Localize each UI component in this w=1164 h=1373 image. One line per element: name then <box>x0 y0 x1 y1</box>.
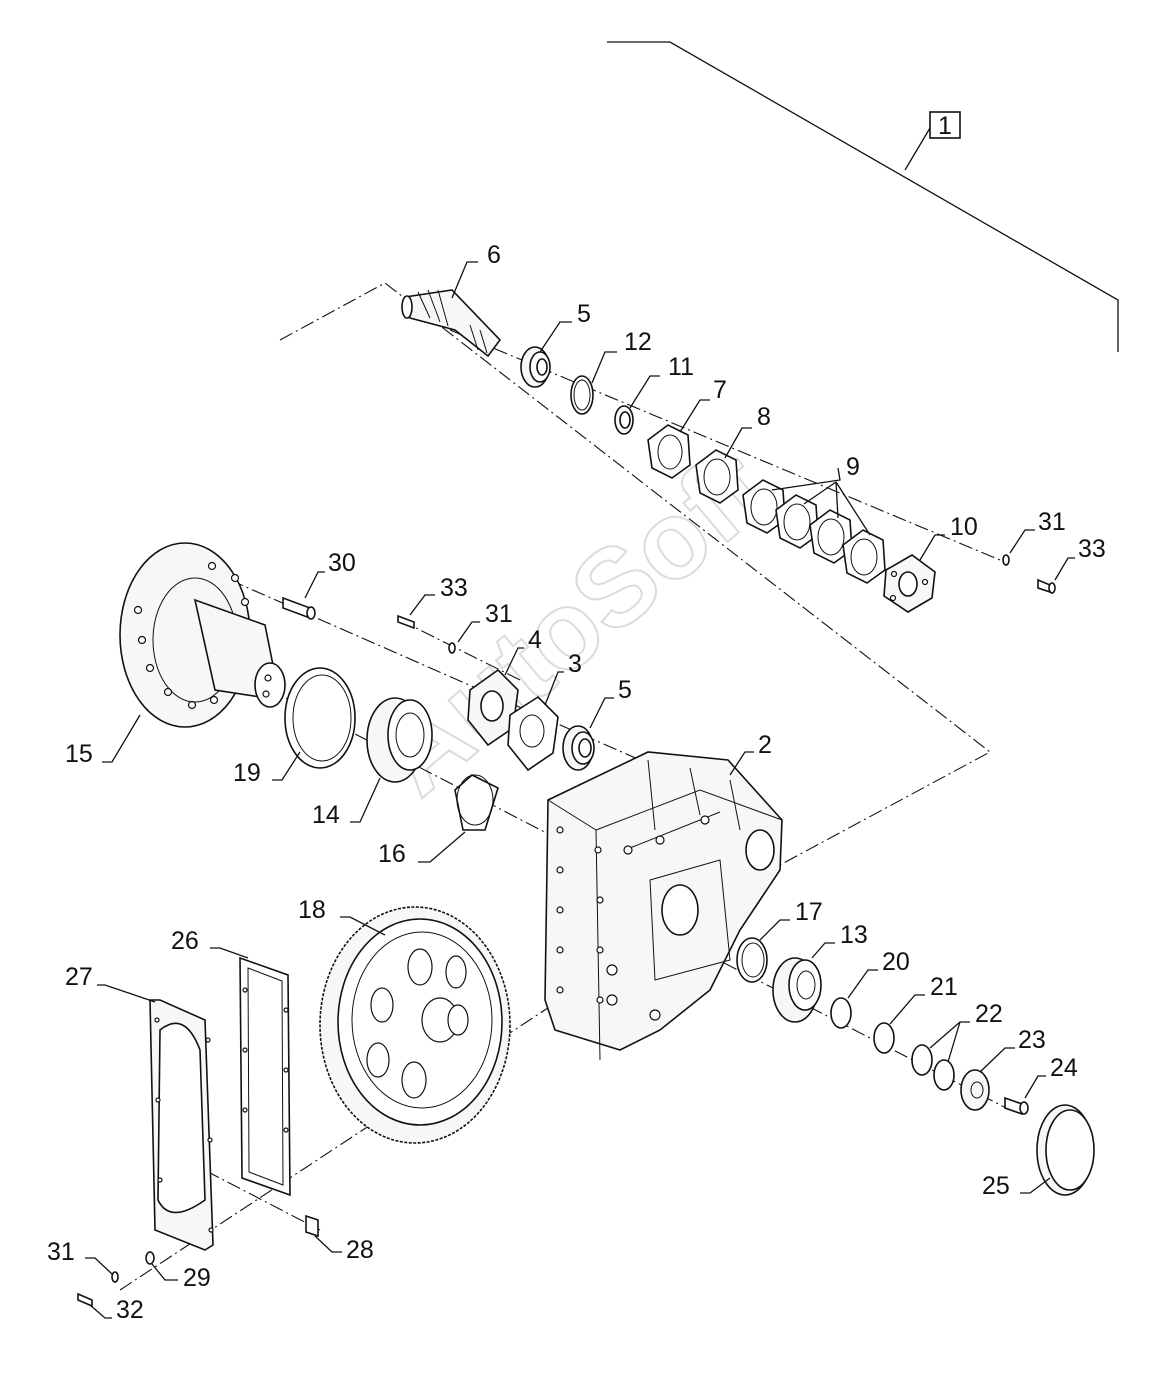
bearing-part-5-lower <box>562 725 595 771</box>
callout-21: 21 <box>930 973 958 1001</box>
snap-ring-part-12 <box>570 375 594 415</box>
seal-ring-part-19-inner <box>292 674 352 762</box>
seal-part-11-inner <box>619 411 631 429</box>
sleeve-part-16 <box>454 774 499 831</box>
callout-3: 3 <box>568 650 582 678</box>
callout-30: 30 <box>328 549 356 577</box>
gasket-part-26 <box>239 956 291 1197</box>
callout-1: 1 <box>938 112 952 140</box>
cover-plate-part-10 <box>883 554 936 613</box>
gasket-part-8 <box>695 449 739 504</box>
callout-13: 13 <box>840 921 868 949</box>
callout-24: 24 <box>1050 1054 1078 1082</box>
callout-10: 10 <box>950 513 978 541</box>
callout-23: 23 <box>1018 1026 1046 1054</box>
callout-28: 28 <box>346 1236 374 1264</box>
plate-part-22a <box>911 1044 933 1076</box>
ring-part-17-inner <box>741 942 765 978</box>
seal-ring-part-19 <box>284 667 356 769</box>
callout-19: 19 <box>233 759 261 787</box>
bolt-part-24 <box>1004 1096 1029 1116</box>
bearing-part-13 <box>772 957 822 1023</box>
callout-18: 18 <box>298 896 326 924</box>
callout-31-middle: 31 <box>485 600 513 628</box>
callout-29: 29 <box>183 1264 211 1292</box>
snap-ring-part-12-inner <box>573 379 591 411</box>
subassembly-boundary <box>279 282 992 866</box>
callout-27: 27 <box>65 963 93 991</box>
callout-26: 26 <box>171 927 199 955</box>
housing-part-2 <box>544 751 783 1061</box>
callout-5a: 5 <box>577 300 591 328</box>
bolt-part-33-right <box>1037 578 1056 594</box>
gasket-part-3 <box>507 695 559 772</box>
gear-part-18 <box>319 906 511 1144</box>
callout-9: 9 <box>846 453 860 481</box>
callout-12: 12 <box>624 328 652 356</box>
bolt-part-32 <box>77 1292 93 1308</box>
cap-part-25 <box>1036 1104 1095 1196</box>
plate-part-21 <box>873 1022 895 1054</box>
callout-31-left: 31 <box>47 1238 75 1266</box>
callout-22: 22 <box>975 1000 1003 1028</box>
washer-part-31-middle <box>448 642 456 654</box>
bolt-part-33-middle <box>397 614 415 630</box>
assembly-bracket <box>607 41 1119 352</box>
callout-4: 4 <box>528 626 542 654</box>
shaft-part-6 <box>401 289 502 358</box>
callout-15: 15 <box>65 740 93 768</box>
plate-part-22b <box>933 1059 955 1091</box>
bearing-part-14 <box>366 697 433 783</box>
flange-hub-part-15 <box>119 542 286 728</box>
plate-part-4 <box>467 668 519 747</box>
washer-part-31-right <box>1002 554 1010 566</box>
stud-part-30 <box>282 596 316 620</box>
callout-11: 11 <box>668 353 694 381</box>
retainer-part-23 <box>960 1069 990 1111</box>
callout-17: 17 <box>795 898 823 926</box>
callout-33-right: 33 <box>1078 535 1106 563</box>
callout-5b: 5 <box>618 676 632 704</box>
callout-2: 2 <box>758 731 772 759</box>
callout-7: 7 <box>713 376 727 404</box>
shims-part-9 <box>742 479 886 584</box>
callout-16: 16 <box>378 840 406 868</box>
callout-14: 14 <box>312 801 340 829</box>
bearing-part-5-upper <box>520 346 551 388</box>
callout-32: 32 <box>116 1296 144 1324</box>
callout-8: 8 <box>757 403 771 431</box>
washer-part-31-left <box>111 1271 119 1283</box>
washer-part-20 <box>830 997 852 1029</box>
gasket-part-7 <box>647 424 691 479</box>
washer-part-29 <box>145 1251 155 1265</box>
callout-25: 25 <box>982 1172 1010 1200</box>
cover-part-27 <box>149 999 214 1251</box>
callout-6: 6 <box>487 241 501 269</box>
callout-31-right: 31 <box>1038 508 1066 536</box>
callout-20: 20 <box>882 948 910 976</box>
callouts: 1 6 5 12 11 7 8 9 10 31 33 <box>47 112 1106 1324</box>
clip-part-28 <box>305 1214 319 1238</box>
callout-33-middle: 33 <box>440 574 468 602</box>
